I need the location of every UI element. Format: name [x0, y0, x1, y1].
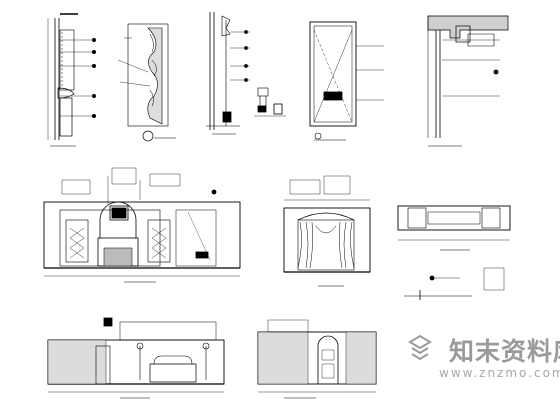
sofa-elevation — [47, 317, 225, 399]
door-elevation-detail — [309, 21, 384, 141]
wall-section-detail — [206, 12, 250, 135]
watermark-logo-icon — [408, 334, 432, 361]
ceiling-section-detail — [427, 15, 509, 147]
watermark-url: www.znzmo.com — [439, 366, 560, 380]
curtain-elevation — [283, 175, 371, 287]
watermark: 知末资料库 www.znzmo.com — [405, 332, 560, 392]
column-section-detail — [47, 13, 97, 147]
watermark-title: 知末资料库 — [449, 337, 560, 366]
arched-door-elevation — [257, 319, 377, 399]
ornament-detail — [117, 23, 176, 142]
hardware-details — [254, 87, 286, 117]
fireplace-elevation — [43, 167, 241, 283]
small-callout-detail — [404, 267, 505, 300]
plan-section — [397, 205, 511, 251]
